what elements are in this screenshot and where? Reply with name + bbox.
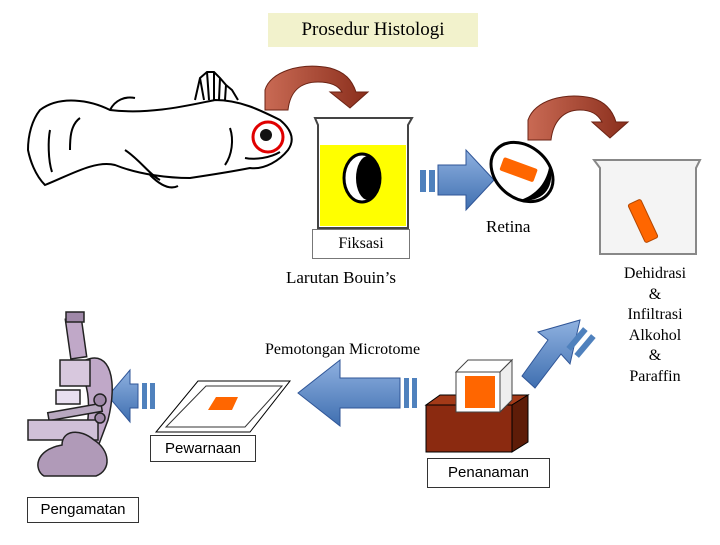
fish-illustration — [26, 71, 293, 189]
glass-slide — [154, 380, 292, 433]
curved-arrow-fish-to-beaker — [264, 65, 370, 111]
label-pewarnaan: Pewarnaan — [150, 435, 256, 462]
arrow-to-embedding — [521, 319, 596, 389]
label-fiksasi: Fiksasi — [312, 229, 410, 259]
eye-highlight-circle — [251, 120, 285, 154]
tissue-section — [208, 397, 238, 410]
label-larutan-bouin: Larutan Bouin’s — [286, 268, 397, 287]
page-title: Prosedur Histologi — [268, 13, 478, 47]
label-dehidrasi: Dehidrasi & Infiltrasi Alkohol & Paraffi… — [623, 265, 687, 385]
label-retina: Retina — [486, 217, 531, 236]
microscope-illustration — [27, 311, 113, 477]
arrow-block-to-slide — [297, 358, 417, 428]
label-microtome: Pemotongan Microtome — [265, 341, 421, 358]
fish-eye — [260, 129, 272, 141]
paraffin-block — [424, 358, 530, 453]
label-pengamatan: Pengamatan — [27, 497, 139, 523]
beaker-dehydration — [592, 159, 702, 255]
embedded-tissue — [465, 376, 495, 408]
arrow-slide-to-microscope — [107, 368, 155, 424]
label-penanaman: Penanaman — [427, 458, 550, 488]
curved-arrow-retina-to-beaker — [527, 95, 630, 141]
arrow-beaker-to-retina — [420, 148, 495, 212]
retina-eye — [489, 140, 555, 204]
beaker-bouin — [313, 117, 414, 229]
